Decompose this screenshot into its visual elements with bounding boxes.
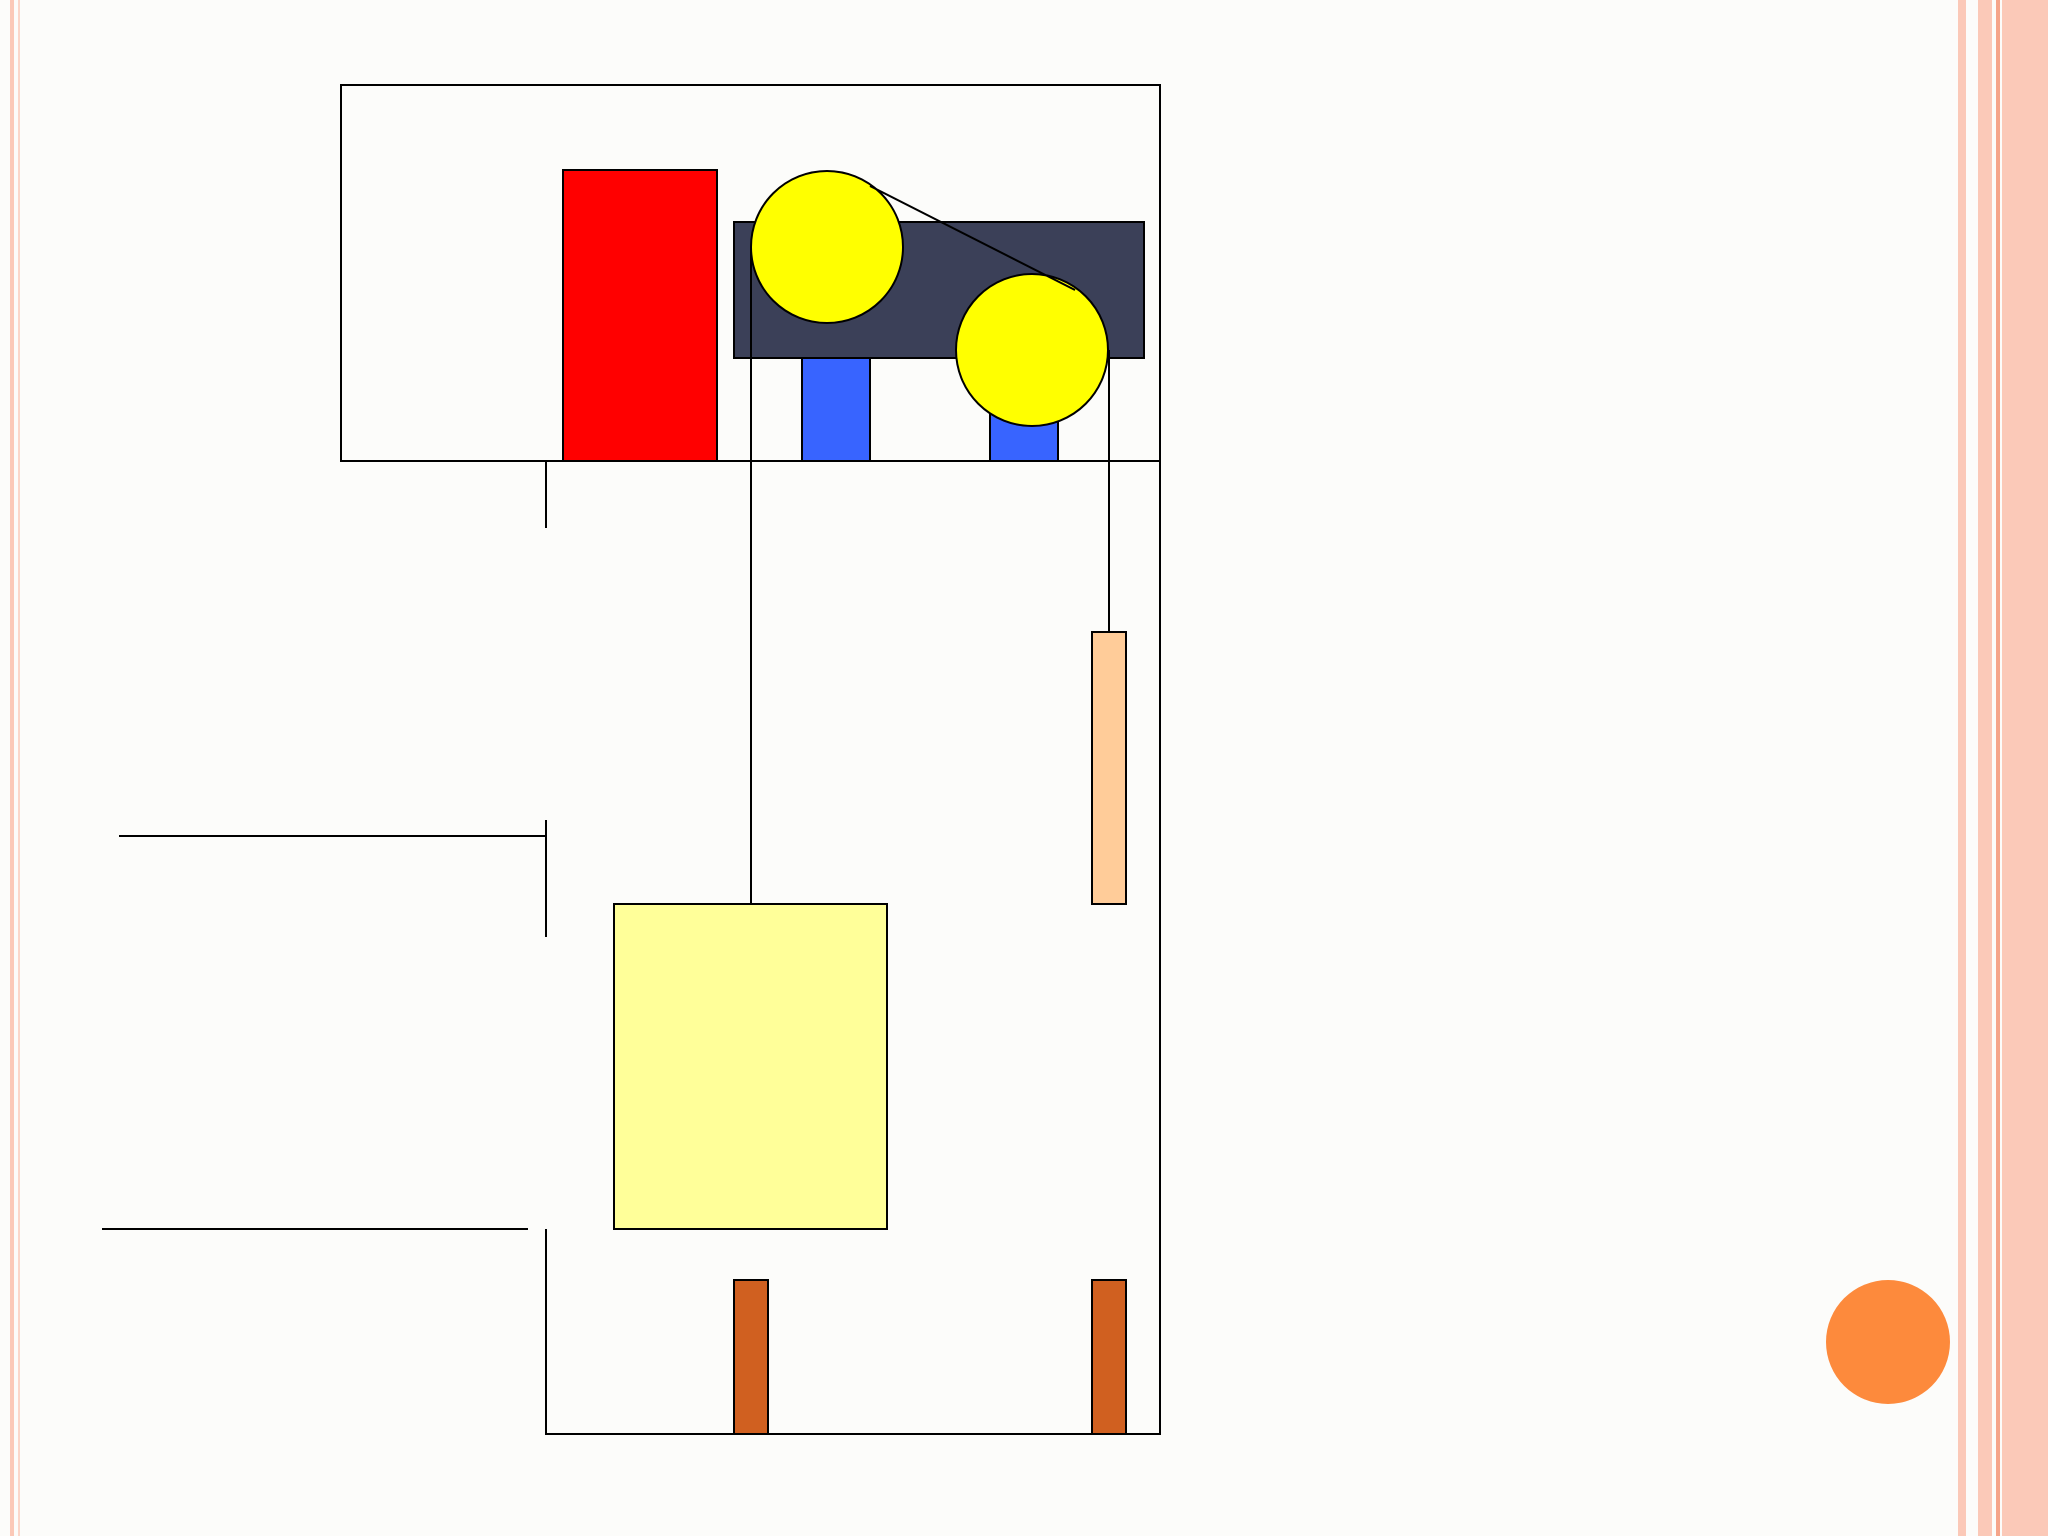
right-border-stripe-2 [1978,0,1992,1536]
deflector-pulley [955,273,1109,427]
elevator-car [613,903,888,1230]
right-border-stripe-1 [1958,0,1966,1536]
counterweight [1091,631,1127,905]
shaft-outline [545,460,1161,1435]
accent-dot [1826,1280,1950,1404]
car-buffer [733,1279,769,1435]
counterweight-buffer [1091,1279,1127,1435]
motor-block [562,169,718,462]
inter-pulley-rope [869,185,1076,291]
left-border-stripe-inner [18,0,20,1536]
left-border-stripe [10,0,14,1536]
right-border-stripe-3 [1996,0,2000,1536]
right-border-stripe-4 [2002,0,2048,1536]
drive-pulley [750,170,904,324]
pulley-support-left [801,357,871,462]
